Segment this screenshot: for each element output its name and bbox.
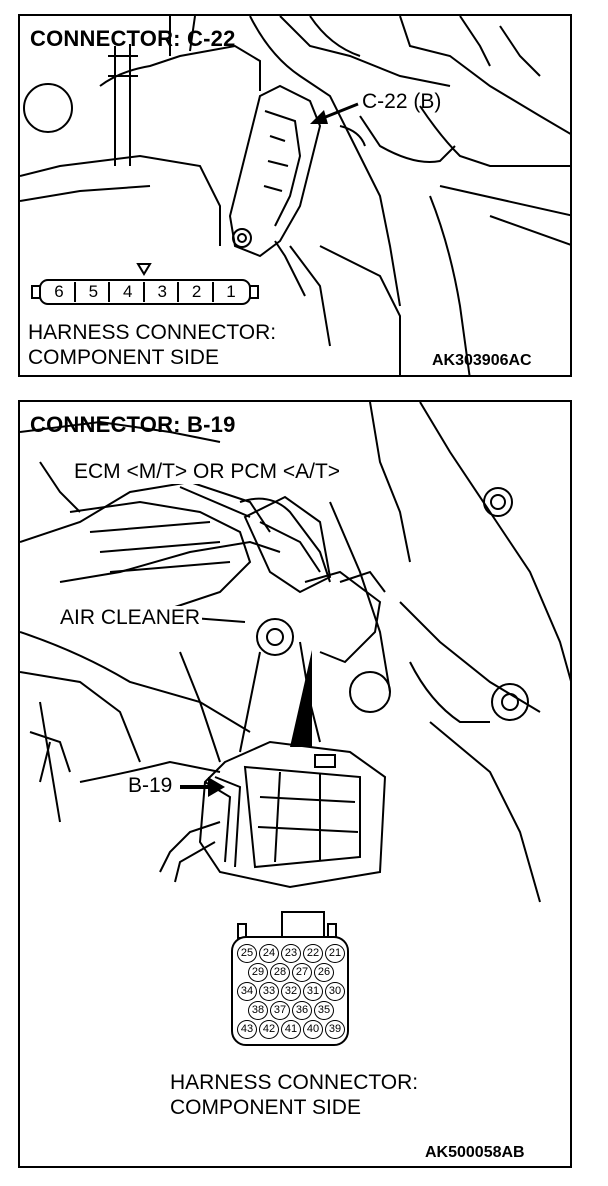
b19-pin: 26 — [314, 963, 334, 982]
pin-row: 38 37 36 35 — [236, 1001, 346, 1020]
pin-row: 25 24 23 22 21 — [236, 944, 346, 963]
pin-row: 29 28 27 26 — [236, 963, 346, 982]
air-cleaner-label: AIR CLEANER — [58, 606, 203, 630]
c22-figure-code: AK303906AC — [432, 352, 532, 369]
b19-pin: 28 — [270, 963, 290, 982]
b19-callout-arrow — [180, 777, 225, 797]
b19-pin: 37 — [270, 1001, 290, 1020]
connector-b19-panel: CONNECTOR: B-19 ECM <M/T> OR PCM <A/T> A… — [18, 400, 572, 1168]
b19-connector-drawing — [159, 740, 387, 889]
b19-pin: 39 — [325, 1020, 345, 1039]
c22-pin: 1 — [226, 282, 236, 301]
b19-pin: 43 — [237, 1020, 257, 1039]
c22-pin: 3 — [147, 282, 180, 302]
b19-pin: 30 — [325, 982, 345, 1001]
b19-caption-line2: COMPONENT SIDE — [170, 1096, 361, 1119]
b19-title: CONNECTOR: B-19 — [30, 412, 236, 437]
c22-pin: 5 — [78, 282, 111, 302]
b19-pin: 22 — [303, 944, 323, 963]
b19-pin: 23 — [281, 944, 301, 963]
b19-pin-grid: 25 24 23 22 21 29 28 27 26 34 33 32 31 3… — [236, 944, 346, 1039]
b19-pin: 21 — [325, 944, 345, 963]
pin-row: 34 33 32 31 30 — [236, 982, 346, 1001]
b19-pin: 35 — [314, 1001, 334, 1020]
c22-caption-line1: HARNESS CONNECTOR: — [28, 321, 277, 344]
b19-pin: 38 — [248, 1001, 268, 1020]
b19-pin: 36 — [292, 1001, 312, 1020]
c22-engine-illustration — [20, 16, 570, 375]
b19-pin: 40 — [303, 1020, 323, 1039]
b19-pin: 33 — [259, 982, 279, 1001]
b19-pin: 24 — [259, 944, 279, 963]
b19-pin: 29 — [248, 963, 268, 982]
connector-c22-panel: CONNECTOR: C-22 C-22 (B) 6 5 4 3 2 1 HAR… — [18, 14, 572, 377]
b19-caption-line1: HARNESS CONNECTOR: — [170, 1071, 419, 1094]
b19-pointer-wedge — [290, 650, 312, 747]
c22-pin: 2 — [182, 282, 214, 302]
c22-pin: 4 — [113, 282, 145, 302]
b19-callout-label: B-19 — [128, 774, 173, 797]
c22-pin-strip — [31, 263, 259, 305]
c22-callout-label: C-22 (B) — [362, 90, 442, 113]
b19-figure-code: AK500058AB — [425, 1144, 525, 1161]
b19-pin: 42 — [259, 1020, 279, 1039]
b19-pin: 41 — [281, 1020, 301, 1039]
b19-engine-illustration — [20, 402, 570, 1046]
c22-pin: 6 — [44, 282, 76, 302]
ecm-pcm-label: ECM <M/T> OR PCM <A/T> — [72, 460, 343, 484]
c22-callout-arrow — [310, 102, 359, 124]
c22-pins: 6 5 4 3 2 1 — [44, 282, 246, 302]
c22-title: CONNECTOR: C-22 — [30, 26, 236, 51]
b19-pin: 25 — [237, 944, 257, 963]
pin-row: 43 42 41 40 39 — [236, 1020, 346, 1039]
b19-pin: 27 — [292, 963, 312, 982]
b19-pin: 31 — [303, 982, 323, 1001]
b19-pin: 34 — [237, 982, 257, 1001]
c22-caption-line2: COMPONENT SIDE — [28, 346, 219, 369]
b19-pin: 32 — [281, 982, 301, 1001]
